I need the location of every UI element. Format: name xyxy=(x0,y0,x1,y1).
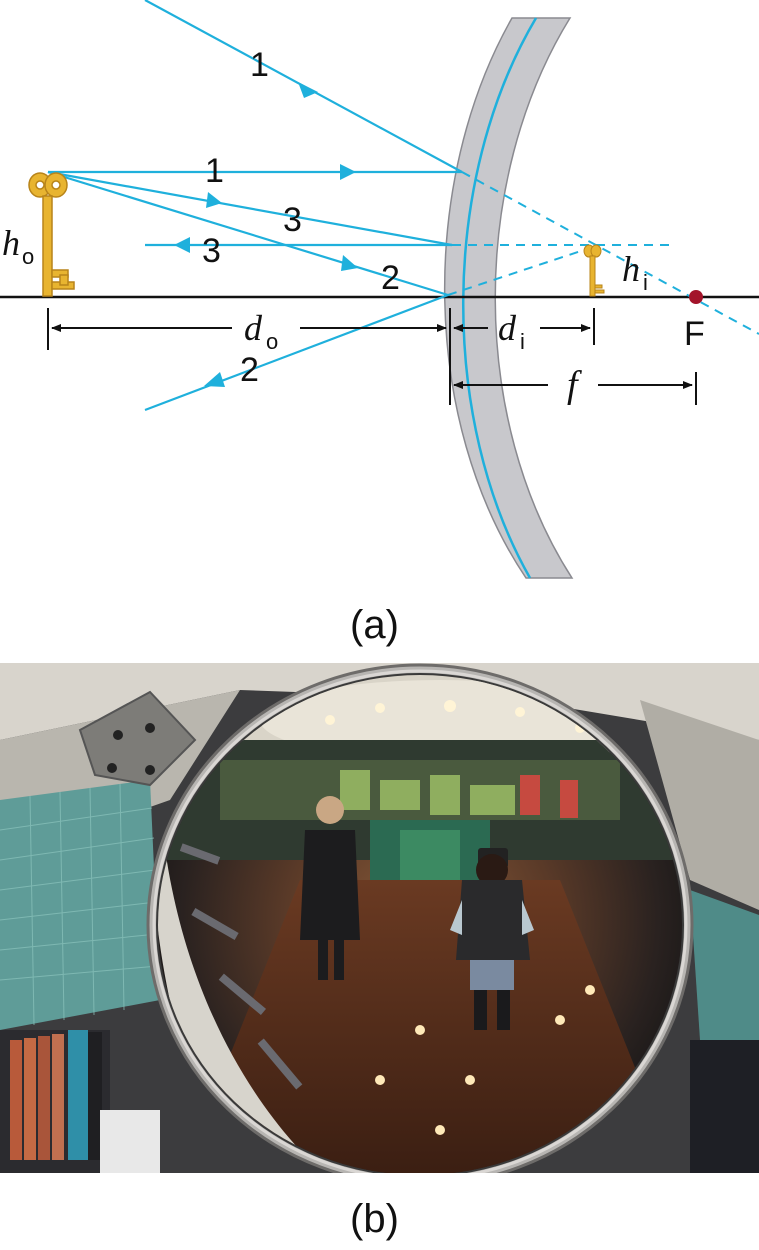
focal-point-dot xyxy=(689,290,703,304)
ceiling-grid-panel xyxy=(0,780,160,1030)
ray-1-out-arrow-icon xyxy=(298,82,318,98)
virtual-ray-extensions xyxy=(447,171,759,335)
ray-3-out-arrow-icon xyxy=(174,237,190,253)
ray-2-incident xyxy=(47,170,449,297)
ray-2-reflected xyxy=(144,293,449,412)
mirror-reflective-surface xyxy=(462,17,538,579)
object-distance-subscript: o xyxy=(266,329,278,354)
ray-1-out-label: 1 xyxy=(250,46,269,84)
ray-arrowheads xyxy=(174,82,358,387)
photographer-figure xyxy=(450,848,534,1030)
image-distance-subscript: i xyxy=(520,329,525,354)
ray-3-in-arrow-icon xyxy=(206,192,222,208)
ray-2-in-arrow-icon xyxy=(341,255,358,271)
object-height-subscript: o xyxy=(22,244,34,269)
ray-2-out-label: 2 xyxy=(240,351,259,389)
ray-3-incident xyxy=(47,170,453,247)
ray-2-in-label: 2 xyxy=(381,259,400,297)
shopper-figure xyxy=(300,796,360,980)
ray-2-extension xyxy=(447,247,591,296)
ray-1-extension xyxy=(461,171,759,335)
image-distance-symbol: d xyxy=(498,308,517,348)
bookshelf xyxy=(0,1030,160,1173)
ray-1-in-arrow-icon xyxy=(340,164,356,180)
image-height-symbol: h xyxy=(622,249,640,289)
ray-3-in-label: 3 xyxy=(283,201,302,239)
distance-markers xyxy=(47,308,697,405)
focal-point-label: F xyxy=(684,315,705,353)
mirror-bracket xyxy=(78,690,197,787)
ray-1-in-label: 1 xyxy=(205,152,224,190)
ray-2-out-arrow-icon xyxy=(204,372,225,387)
store-mirror-photo xyxy=(0,663,759,1173)
image-key-icon xyxy=(583,244,605,297)
object-distance-symbol: d xyxy=(244,308,263,348)
figure-b-caption: (b) xyxy=(350,1197,399,1241)
ray-diagram: 1 1 3 3 2 2 h o h i d o d i f F (a) xyxy=(0,0,759,647)
object-height-symbol: h xyxy=(2,223,20,263)
object-key-icon xyxy=(28,172,75,297)
image-height-subscript: i xyxy=(643,270,648,295)
focal-length-symbol: f xyxy=(567,364,582,406)
figure-a-caption: (a) xyxy=(350,603,399,647)
ray-3-out-label: 3 xyxy=(202,232,221,270)
